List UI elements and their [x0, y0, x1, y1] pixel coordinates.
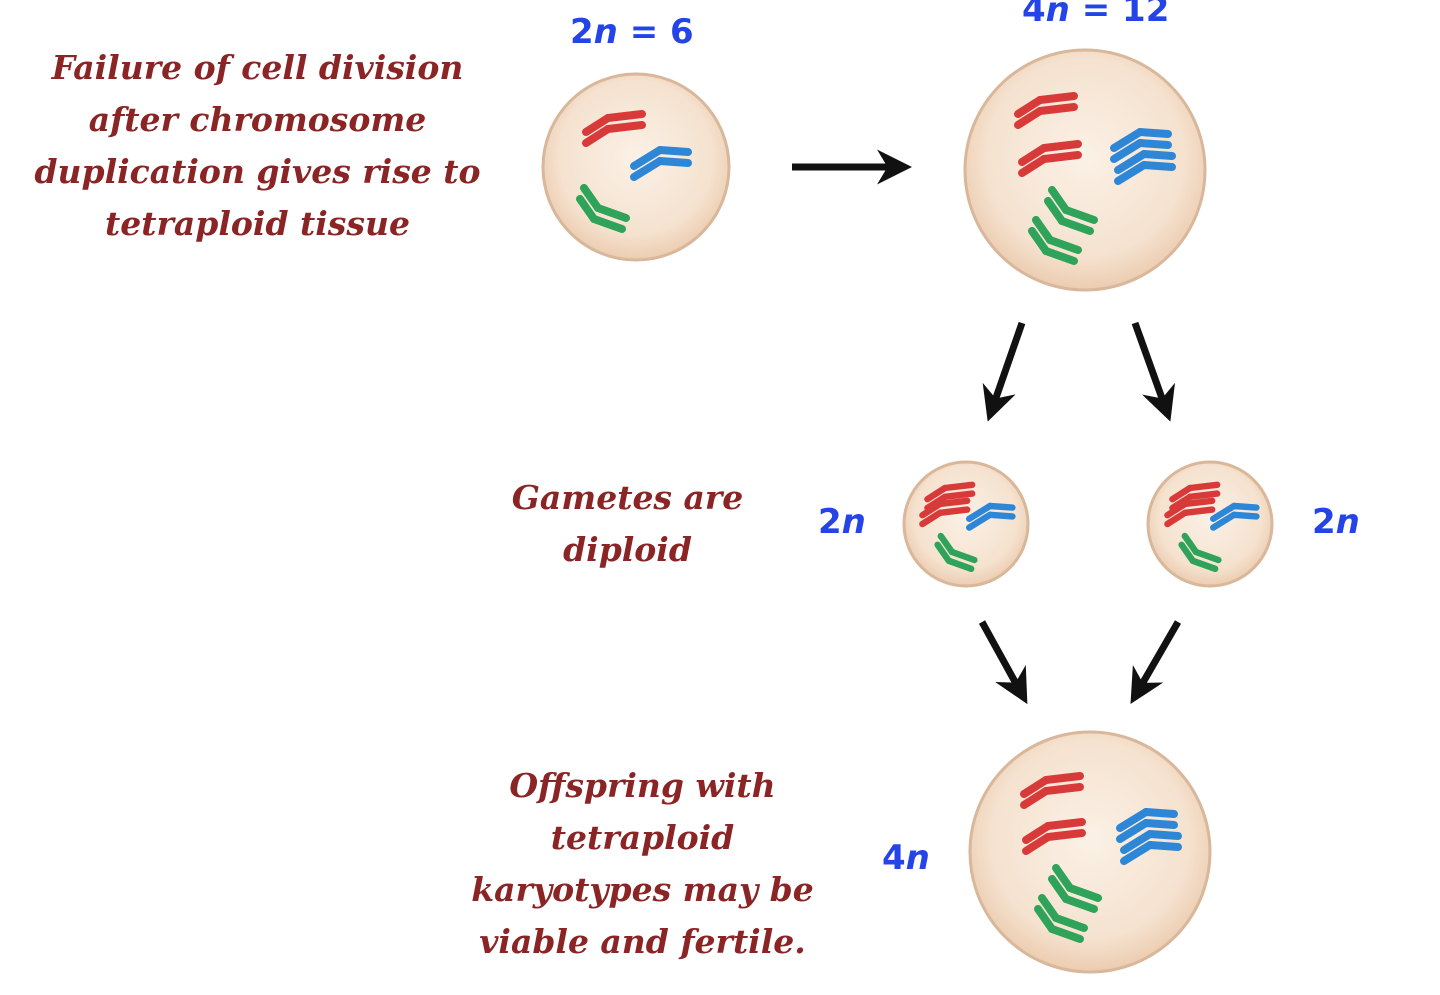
gamete-right-ploidy-label: 2n [1312, 502, 1360, 542]
gamete-cell-right [1146, 460, 1274, 588]
fertilization-arrow-left [978, 620, 1028, 705]
offspring-ploidy-label: 4n [882, 838, 930, 878]
meiosis-arrow-right [1131, 321, 1176, 422]
tetraploid-cell [963, 48, 1207, 292]
gamete-cell-left [902, 460, 1030, 588]
tetraploid-ploidy-label: 4n = 12 [1022, 0, 1170, 30]
gamete-left-ploidy-label: 2n [818, 502, 866, 542]
parent-ploidy-label: 2n = 6 [570, 12, 694, 52]
failure-caption: Failure of cell division after chromosom… [34, 48, 481, 243]
fertilization-arrow-right [1130, 620, 1182, 705]
offspring-caption: Offspring with tetraploid karyotypes may… [471, 766, 814, 961]
offspring-cell [968, 730, 1212, 974]
diploid-parent-cell [541, 72, 731, 262]
meiosis-arrow-left [982, 321, 1026, 422]
gametes-caption: Gametes are diploid [511, 478, 744, 569]
